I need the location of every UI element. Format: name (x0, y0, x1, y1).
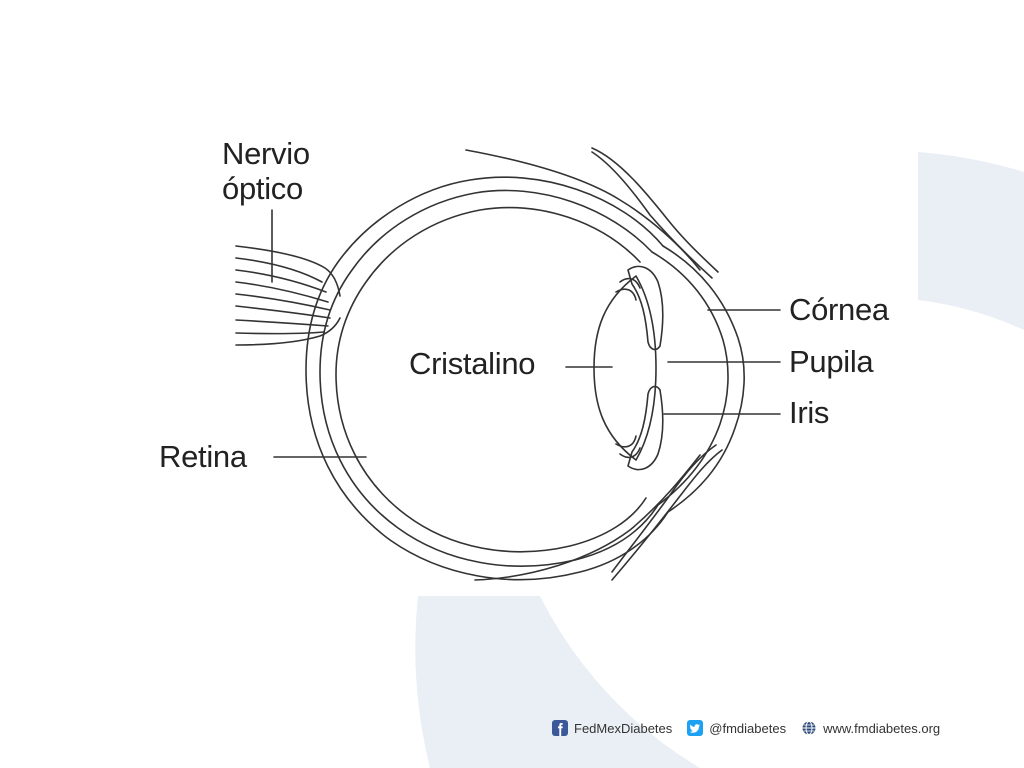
label-cornea: Córnea (789, 292, 889, 327)
social-footer: FedMexDiabetes @fmdiabetes www.fmdiabe (552, 718, 940, 738)
upper-eyelid (465, 149, 701, 271)
cornea-outer (662, 245, 745, 513)
twitter-link[interactable]: @fmdiabetes (687, 720, 786, 736)
optic-nerve-top (235, 245, 341, 297)
lower-eyelid-back (611, 444, 717, 573)
website-link[interactable]: www.fmdiabetes.org (801, 720, 940, 736)
twitter-icon (687, 720, 704, 736)
label-optico: óptico (222, 171, 303, 206)
facebook-handle: FedMexDiabetes (574, 720, 673, 736)
upper-eyelid-back (591, 151, 713, 279)
upper-eyelid-outer (591, 147, 719, 273)
optic-nerve-bottom (235, 317, 341, 346)
sclera-inner (319, 189, 659, 567)
facebook-icon (552, 720, 568, 736)
iris-upper (627, 265, 664, 351)
label-iris: Iris (789, 395, 830, 430)
twitter-handle: @fmdiabetes (709, 720, 787, 736)
facebook-link[interactable]: FedMexDiabetes (552, 720, 672, 736)
lens (593, 275, 657, 461)
label-nervio: Nervio (222, 136, 310, 171)
cornea-inner (651, 251, 729, 506)
retina-layer (335, 206, 647, 553)
globe-icon (801, 720, 817, 736)
sclera-outer (305, 176, 669, 581)
label-cristalino: Cristalino (409, 346, 536, 381)
lower-eyelid-outer (611, 449, 723, 581)
label-retina: Retina (159, 439, 247, 474)
label-pupila: Pupila (789, 344, 874, 379)
lower-eyelid (474, 454, 701, 581)
iris-lower (627, 385, 664, 471)
website-url: www.fmdiabetes.org (823, 720, 941, 736)
